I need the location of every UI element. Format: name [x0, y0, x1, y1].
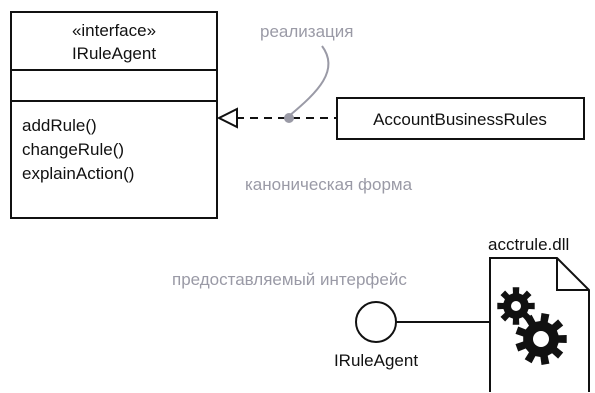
lollipop-circle — [355, 301, 397, 343]
component-file: acctrule.dll — [488, 235, 590, 392]
file-fold — [556, 258, 589, 291]
interface-name: IRuleAgent — [72, 44, 156, 63]
realization-note-text: реализация — [260, 22, 353, 41]
hollow-arrowhead — [216, 107, 238, 129]
canonical-form-note: каноническая форма — [245, 175, 413, 194]
operation-item: changeRule() — [22, 140, 124, 159]
gear-icon — [497, 287, 535, 325]
provided-interface-note: предоставляемый интерфейс — [172, 270, 407, 289]
lollipop-label: IRuleAgent — [334, 351, 418, 370]
interface-class-frame — [10, 11, 218, 219]
operation-item: explainAction() — [22, 164, 134, 183]
note-anchor-dot — [284, 113, 294, 123]
gear-icon — [515, 313, 567, 365]
implementing-class-name: AccountBusinessRules — [373, 110, 547, 129]
operation-item: addRule() — [22, 116, 97, 135]
implementing-class-frame — [336, 97, 585, 140]
interface-class: «interface» IRuleAgent addRule() changeR… — [10, 11, 218, 219]
provided-interface-lollipop: IRuleAgent — [334, 301, 490, 370]
gear-hole — [511, 301, 521, 311]
realization-note: реализация — [260, 22, 353, 123]
implementing-class: AccountBusinessRules — [336, 97, 585, 140]
note-leader-line — [288, 45, 330, 117]
interface-stereotype: «interface» — [72, 21, 156, 40]
gears-icon — [497, 287, 567, 365]
gear-hole — [533, 331, 549, 347]
component-file-name: acctrule.dll — [488, 235, 569, 254]
realization-arrow — [216, 107, 336, 129]
